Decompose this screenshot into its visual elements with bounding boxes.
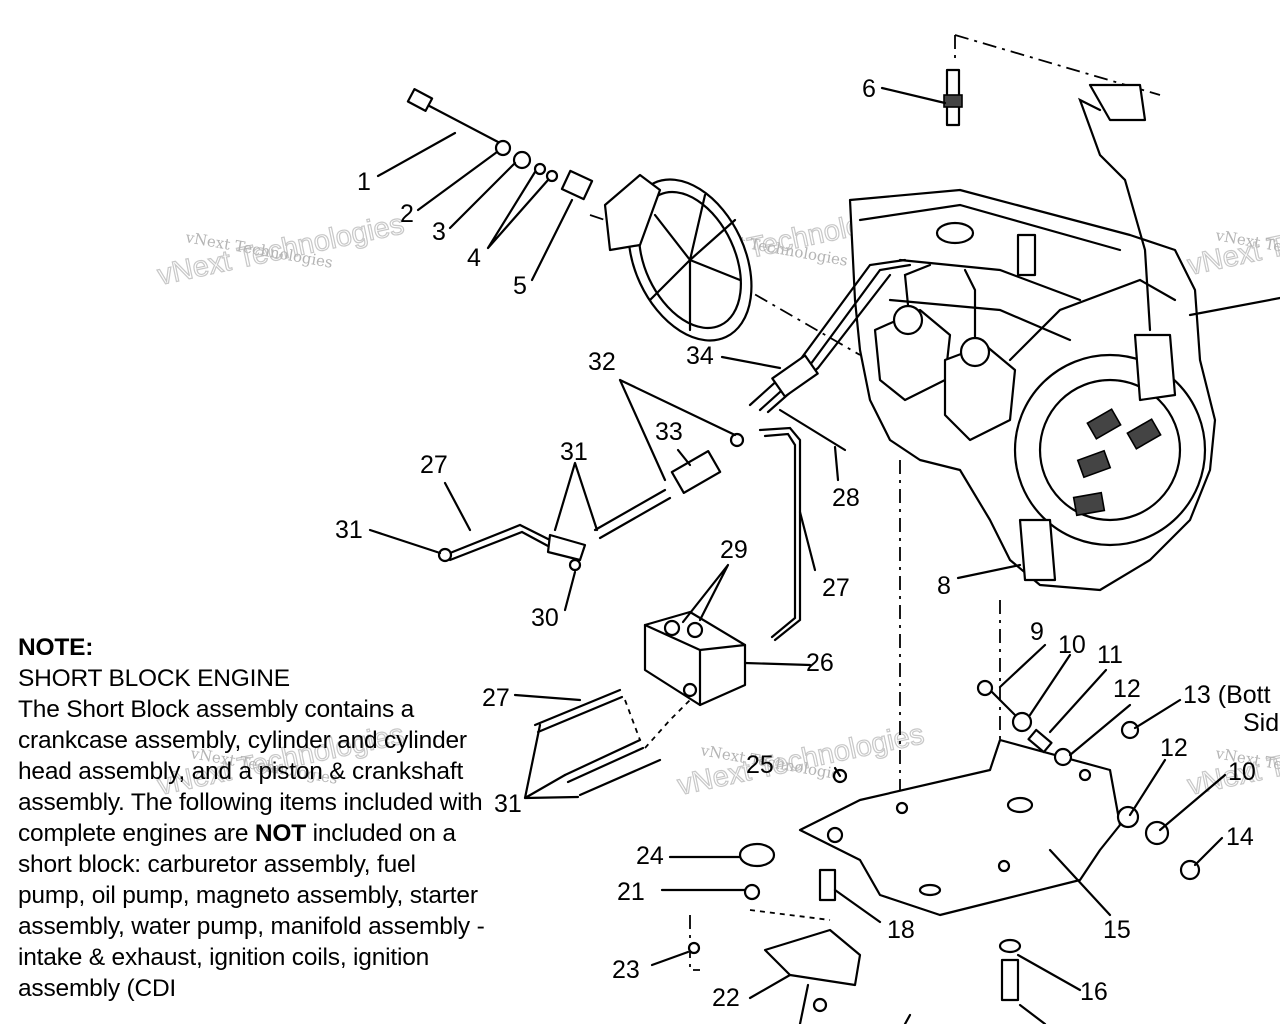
callout-31-left: 31 [335, 516, 363, 544]
callout-30: 30 [531, 604, 559, 632]
callout-14: 14 [1226, 823, 1254, 851]
rubber-mount-24 [738, 842, 776, 868]
callout-13-side: Sid [1243, 709, 1279, 737]
bushing-5 [560, 169, 594, 201]
callout-27-right: 27 [822, 574, 850, 602]
callout-4: 4 [467, 244, 481, 272]
callout-3: 3 [432, 218, 446, 246]
callout-11: 11 [1097, 641, 1123, 669]
washer-3 [512, 150, 532, 170]
callout-32: 32 [588, 348, 616, 376]
callout-9: 9 [1030, 618, 1044, 646]
mount-bracket-22 [763, 928, 862, 987]
callout-10-right: 10 [1228, 758, 1256, 786]
callout-2: 2 [400, 200, 414, 228]
fuel-filter-33 [670, 450, 722, 494]
cable-tie-28 [778, 408, 847, 452]
engine-mount-plate [798, 738, 1122, 917]
callout-22: 22 [712, 984, 740, 1012]
callout-27-left: 27 [420, 451, 448, 479]
callout-15: 15 [1103, 916, 1131, 944]
callout-31-lower: 31 [494, 790, 522, 818]
callout-8: 8 [937, 572, 951, 600]
callout-12-right: 12 [1160, 734, 1188, 762]
note-subtitle: SHORT BLOCK ENGINE [18, 665, 290, 692]
callout-numbers: 1 2 3 4 5 6 8 9 10 10 11 12 12 13 (Bott … [335, 75, 1279, 1012]
clutch-bolt [406, 88, 434, 112]
callout-5: 5 [513, 272, 527, 300]
leader-lines [368, 86, 1227, 1024]
magneto-cooling-fins [1072, 408, 1162, 517]
note-body-2: included on a short block: carburetor as… [18, 820, 485, 1002]
callout-21: 21 [617, 878, 645, 906]
spark-plug [943, 68, 963, 127]
callout-26: 26 [806, 649, 834, 677]
connector-34 [771, 354, 819, 398]
recoil-starter-cover [1018, 518, 1057, 582]
callout-1: 1 [357, 168, 371, 196]
spacer-4a [533, 162, 547, 176]
callout-24: 24 [636, 842, 664, 870]
callout-6: 6 [862, 75, 876, 103]
callout-31-mid: 31 [560, 438, 588, 466]
callout-10-top: 10 [1058, 631, 1086, 659]
callout-13: 13 (Bott [1183, 681, 1271, 709]
callout-18: 18 [887, 916, 915, 944]
washer-2 [494, 139, 512, 157]
callout-23: 23 [612, 956, 640, 984]
note-emphasis: NOT [254, 820, 306, 847]
callout-27-lower: 27 [482, 684, 510, 712]
callout-28: 28 [832, 484, 860, 512]
callout-12-top: 12 [1113, 675, 1141, 703]
note-body-1: The Short Block assembly contains a cran… [18, 696, 483, 847]
callout-29: 29 [720, 536, 748, 564]
callout-16: 16 [1080, 978, 1108, 1006]
engine-assembly [748, 83, 1280, 592]
mounting-plate-assembly [687, 679, 1201, 1013]
note-title: NOTE: [18, 634, 94, 661]
callout-34: 34 [686, 342, 714, 370]
short-block-note: NOTE: SHORT BLOCK ENGINE The Short Block… [18, 632, 488, 1004]
callout-33: 33 [655, 418, 683, 446]
spacer-4b [545, 169, 559, 183]
drive-clutch-parts [406, 88, 753, 342]
callout-25: 25 [746, 751, 774, 779]
fuel-oil-system [437, 354, 847, 797]
